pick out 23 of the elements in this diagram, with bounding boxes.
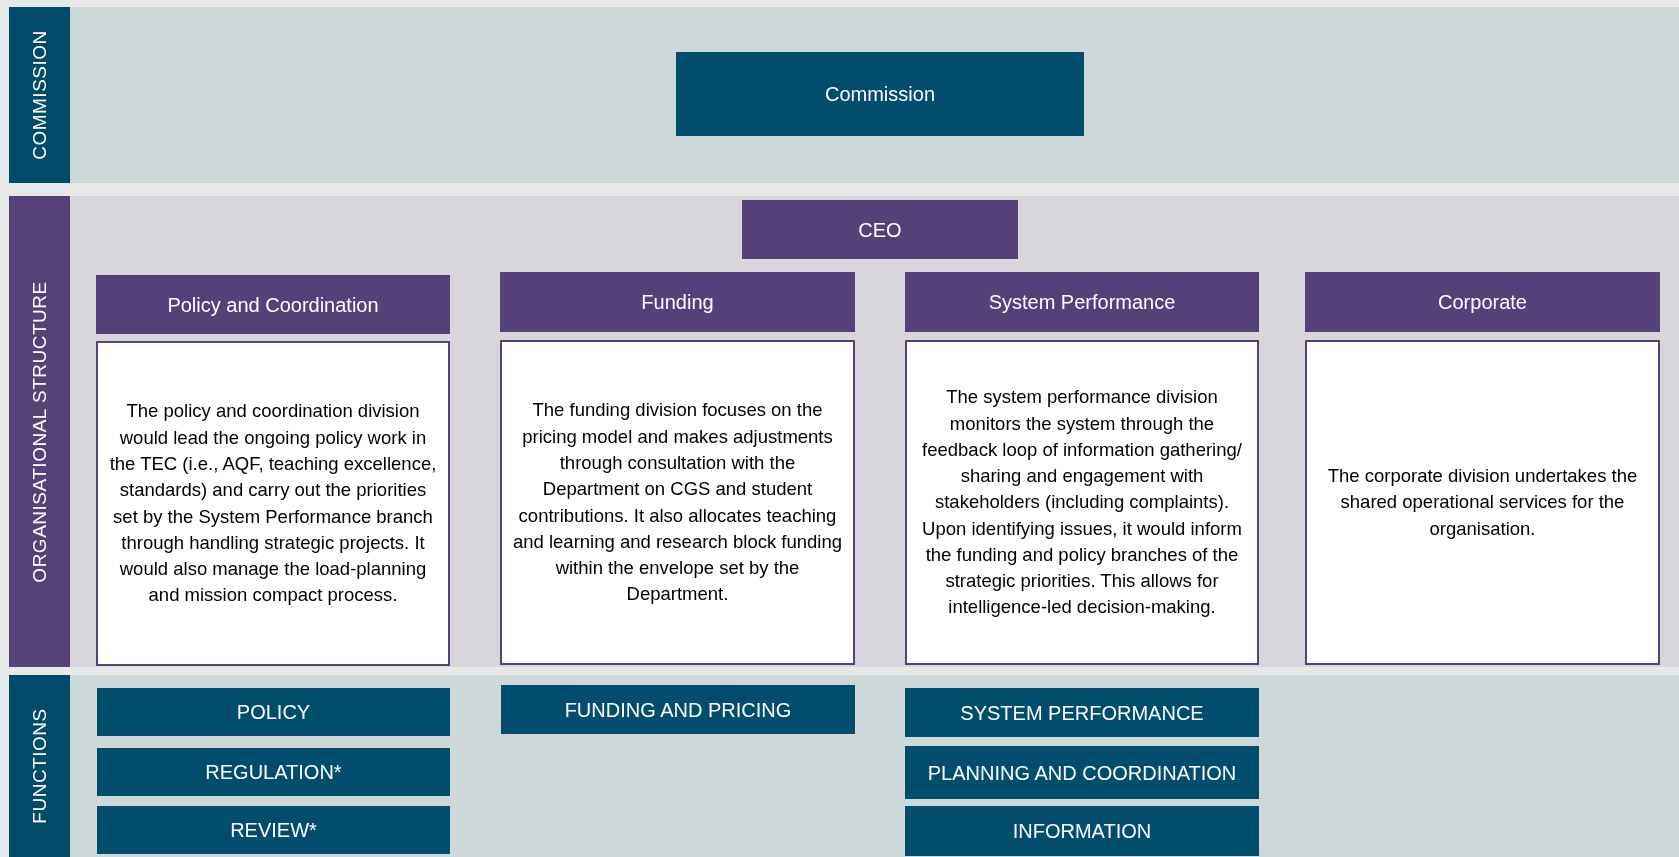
heading-box: INFORMATION	[905, 806, 1259, 856]
section-label: COMMISSION	[28, 30, 51, 160]
description-box: The policy and coordination division would lead the ongoing policy work in the TEC (i.e., AQF, teaching excellence, standards) and carry out the priorities set by the System Performance branch through handling strategic projects. It would also manage the load-planning and mission compact process.	[96, 341, 450, 666]
section-label: FUNCTIONS	[28, 708, 51, 824]
heading-box: Policy and Coordination	[96, 275, 450, 334]
heading-box: POLICY	[97, 688, 450, 736]
description-box: The system performance division monitors the system through the feedback loop of information gathering/ sharing and engagement with stakeholders (including complaints). Upon identifying issues, it would inform the funding and policy branches of the strategic priorities. This allows for intelligence-led decision-making.	[905, 340, 1259, 665]
heading-box: REVIEW*	[97, 806, 450, 854]
section-label: ORGANISATIONAL STRUCTURE	[28, 280, 51, 583]
heading-box: PLANNING AND COORDINATION	[905, 746, 1259, 799]
heading-box: FUNDING AND PRICING	[501, 685, 855, 734]
heading-box: Commission	[676, 52, 1084, 136]
section-band	[9, 196, 1679, 667]
section-band	[9, 675, 1679, 857]
heading-box: REGULATION*	[97, 748, 450, 796]
heading-box: Funding	[500, 272, 855, 332]
heading-box: Corporate	[1305, 272, 1660, 332]
section-band	[9, 7, 1679, 183]
description-box: The funding division focuses on the pricing model and makes adjustments through consultation with the Department on CGS and student contributions. It also allocates teaching and learning and research block funding within the envelope set by the Department.	[500, 340, 855, 665]
heading-box: CEO	[742, 200, 1018, 259]
heading-box: System Performance	[905, 272, 1259, 332]
heading-box: SYSTEM PERFORMANCE	[905, 688, 1259, 737]
description-box: The corporate division undertakes the shared operational services for the organisation.	[1305, 340, 1660, 665]
